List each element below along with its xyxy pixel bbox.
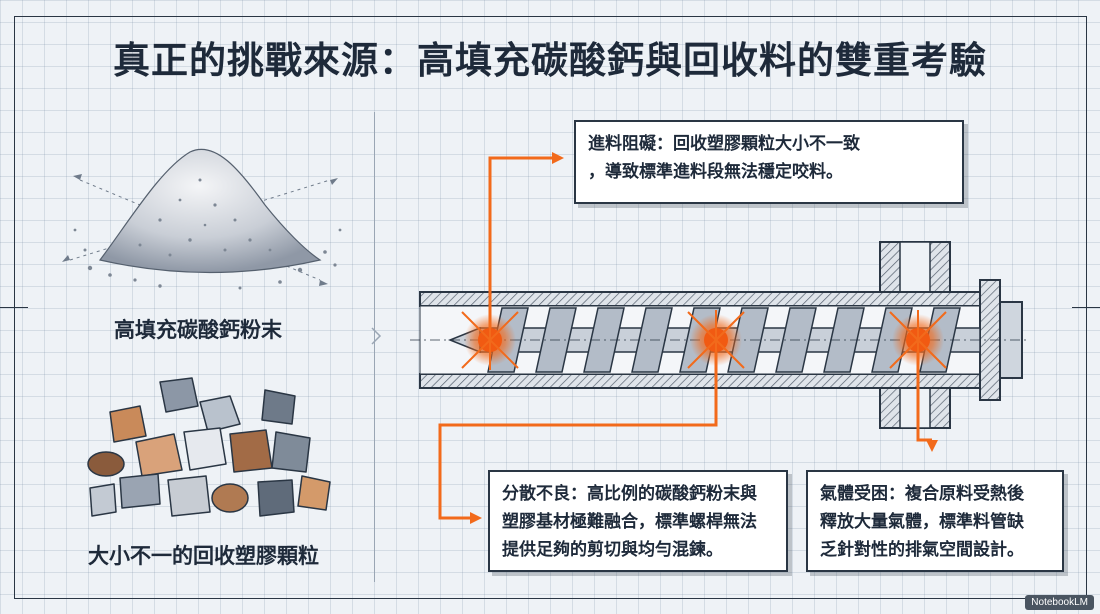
callout-feeding-line-2: ，導致標準進料段無法穩定咬料。 (588, 162, 843, 182)
hotspot-feeding-burst-icon (461, 310, 519, 370)
callout-trapped-gas: 氣體受困：複合原料受熱後 釋放大量氣體，標準料管缺 乏針對性的排氣空間設計。 (806, 470, 1064, 572)
powder-caption: 高填充碳酸鈣粉末 (114, 318, 282, 342)
callout-dispersion-line-3: 提供足夠的剪切與均勻混鍊。 (502, 540, 723, 560)
divider-chevron-icon (371, 327, 382, 345)
pellets-caption: 大小不一的回收塑膠顆粒 (88, 544, 319, 568)
callout-poor-dispersion: 分散不良：高比例的碳酸鈣粉末與 塑膠基材極難融合，標準螺桿無法 提供足夠的剪切與… (488, 470, 788, 572)
frame-tick-left (0, 307, 28, 308)
notebooklm-watermark: NotebookLM (1025, 595, 1094, 610)
frame-top-line (14, 16, 1086, 17)
callout-gas-line-3: 乏針對性的排氣空間設計。 (820, 540, 1024, 560)
frame-bottom-line (14, 598, 1086, 599)
hotspot-dispersion-burst-icon (687, 310, 745, 370)
callout-dispersion-line-2: 塑膠基材極難融合，標準螺桿無法 (502, 512, 757, 532)
panel-divider (374, 112, 375, 582)
recycled-pellets-illustration (87, 377, 331, 517)
callout-gas-line-2: 釋放大量氣體，標準料管缺 (820, 512, 1024, 532)
callout-gas-line-1: 氣體受困：複合原料受熱後 (820, 484, 1024, 504)
callout-dispersion-line-1: 分散不良：高比例的碳酸鈣粉末與 (502, 484, 757, 504)
frame-tick-right (1072, 307, 1100, 308)
page-title: 真正的挑戰來源：高填充碳酸鈣與回收料的雙重考驗 (113, 39, 987, 82)
callout-feeding-obstruction: 進料阻礙：回收塑膠顆粒大小不一致 ，導致標準進料段無法穩定咬料。 (574, 120, 964, 204)
calcium-carbonate-powder-illustration (62, 148, 342, 290)
hotspot-gas-burst-icon (889, 310, 947, 370)
callout-feeding-line-1: 進料阻礙：回收塑膠顆粒大小不一致 (588, 134, 860, 154)
